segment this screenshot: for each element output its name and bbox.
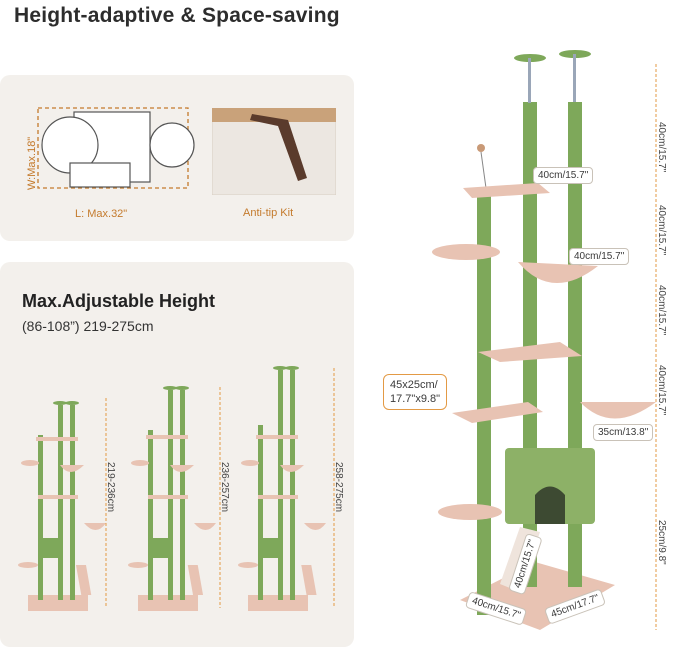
- dim-section-2: 40cm/15.7": [656, 205, 667, 256]
- dim-perch-line1: 45x25cm/: [390, 379, 438, 391]
- page-title: Height-adaptive & Space-saving: [14, 4, 340, 27]
- dim-section-3: 40cm/15.7": [656, 285, 667, 336]
- mini-tower-1: [18, 401, 106, 611]
- adjustable-range: (86-108”) 219-275cm: [22, 318, 154, 334]
- dim-section-1: 40cm/15.7": [656, 122, 667, 173]
- dim-section-4: 40cm/15.7": [656, 365, 667, 416]
- length-label: L: Max.32": [75, 208, 128, 220]
- anti-tip-label: Anti-tip Kit: [243, 207, 294, 219]
- main-cat-tree: [432, 50, 657, 630]
- variant-dimension-lines: [105, 368, 335, 608]
- dim-basket: 35cm/13.8": [593, 424, 654, 441]
- dim-perch: 45x25cm/ 17.7"x9.8": [383, 374, 448, 410]
- variant-2-height: 236-257cm: [219, 462, 230, 513]
- variant-1-height: 219-236cm: [105, 462, 116, 513]
- dim-bottom-height: 25cm/9.8": [656, 520, 667, 565]
- dim-hammock-top: 40cm/15.7": [569, 248, 630, 265]
- adjustable-heading: Max.Adjustable Height: [22, 291, 216, 311]
- variant-3-height: 258-275cm: [333, 462, 344, 513]
- anti-tip-kit-image: [212, 108, 336, 195]
- footprint-diagram: [37, 107, 195, 189]
- mini-tower-3: [238, 366, 326, 611]
- dim-top-platform: 40cm/15.7": [533, 167, 594, 184]
- mini-tower-2: [128, 386, 216, 611]
- dim-perch-line2: 17.7"x9.8": [390, 393, 441, 405]
